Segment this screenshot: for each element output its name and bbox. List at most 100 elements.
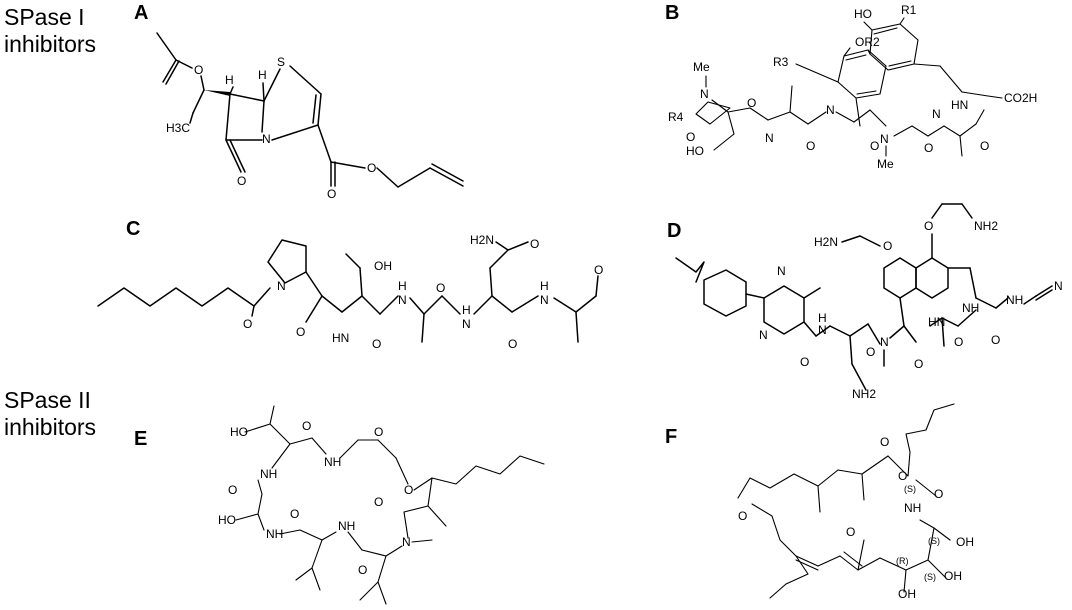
atom-c-n-pro: N — [277, 279, 286, 293]
atom-b-ho: HO — [854, 7, 872, 21]
structure-a: O H3C H H S N O O O — [156, 32, 464, 201]
atom-e-ho-2: HO — [218, 513, 236, 527]
atom-d-nh2-bottom: NH2 — [852, 387, 876, 401]
atom-f-s3: (S) — [924, 572, 936, 582]
panel-label-b: B — [665, 2, 680, 24]
atom-b-or2: OR2 — [855, 35, 880, 49]
atom-c-h-2: H — [398, 279, 407, 293]
atom-a-o-ketone: O — [237, 174, 246, 188]
atom-c-h2n: H2N — [470, 233, 494, 247]
spase2-line2: inhibitors — [4, 414, 97, 440]
atom-a-h-left: H — [225, 73, 234, 87]
atom-b-hn-5: HN — [951, 98, 968, 112]
atom-f-s1: (S) — [904, 484, 916, 494]
atom-c-oh: OH — [374, 259, 392, 273]
atom-d-hn-2: HN — [928, 315, 945, 329]
atom-a-h-right: H — [258, 68, 267, 82]
atom-e-nh-2: NH — [260, 467, 277, 481]
atom-f-r: (R) — [896, 556, 909, 566]
atom-f-ome-o: O — [846, 525, 855, 539]
atom-e-nh-4: NH — [338, 519, 355, 533]
panel-label-a: A — [134, 2, 149, 24]
atom-b-r1: R1 — [901, 3, 917, 17]
atom-c-o-3: O — [508, 337, 517, 351]
atom-f-s2: (S) — [928, 536, 940, 546]
atom-c-hn-1: HN — [332, 331, 349, 345]
atom-f-nh: NH — [904, 501, 921, 515]
spase1-line1: SPase I — [4, 4, 85, 30]
atom-a-s: S — [277, 55, 285, 69]
atom-a-h3c: H3C — [166, 121, 190, 135]
atom-e-nh-3: NH — [266, 527, 283, 541]
atom-d-n-me: N — [880, 335, 889, 349]
atom-c-n-3: N — [462, 317, 471, 331]
atom-b-ho-ser: HO — [686, 144, 704, 158]
panel-label-d: D — [667, 220, 682, 242]
atom-d-n-cn: N — [1054, 279, 1063, 293]
atom-c-o-acyl: O — [243, 317, 252, 331]
atom-a-o-carb: O — [327, 187, 336, 201]
atom-c-h-3: H — [462, 303, 471, 317]
atom-d-h-1: H — [818, 311, 827, 325]
atom-d-o-1: O — [866, 345, 875, 359]
atom-c-o-1: O — [372, 337, 381, 351]
atom-c-o-2: O — [436, 281, 445, 295]
atom-f-o-ester: O — [898, 469, 907, 483]
panel-label-e: E — [134, 428, 148, 450]
atom-b-co2h: CO2H — [1004, 91, 1037, 105]
atom-e-ho-1: HO — [230, 425, 248, 439]
structure-b: HO R1 OR2 R3 HN CO2H Me N R4 O HO O N — [668, 3, 1037, 171]
atom-c-o-pro: O — [296, 325, 305, 339]
atom-b-o-2: O — [806, 139, 815, 153]
atom-e-n-me: N — [402, 535, 411, 549]
atom-a-o-allyl: O — [367, 161, 376, 175]
atom-e-o-4: O — [290, 507, 299, 521]
structure-f: O O (S) O NH O (S) OH (S) OH (R) OH O — [737, 403, 974, 601]
atom-f-oh-2: OH — [898, 587, 916, 601]
atom-e-o-6: O — [374, 495, 383, 509]
atom-b-o-5: O — [980, 139, 989, 153]
atom-b-o-4: O — [924, 141, 933, 155]
atom-d-nh-3: NH — [1006, 293, 1023, 307]
spase1-side-label: SPase I inhibitors — [4, 4, 96, 58]
atom-a-o-ester: O — [194, 63, 203, 77]
atom-c-o-amide: O — [530, 237, 539, 251]
atom-b-r4: R4 — [668, 110, 684, 124]
atom-e-o-2: O — [374, 425, 383, 439]
atom-f-oh-3: OH — [944, 569, 962, 583]
atom-c-n-2: N — [398, 293, 407, 307]
atom-d-h2n-top: H2N — [814, 235, 838, 249]
atom-d-n-1: N — [818, 323, 827, 337]
panel-label-c: C — [126, 218, 141, 240]
structure-c: N O O HN OH O H N O H N H2N O O H N — [97, 233, 603, 351]
atom-b-o-1: O — [747, 96, 756, 110]
atom-c-h-4: H — [540, 279, 549, 293]
atom-d-n-pyr2: N — [759, 328, 768, 342]
atom-c-n-4: N — [540, 293, 549, 307]
atom-b-me-3: Me — [877, 157, 894, 171]
atom-c-o-ald: O — [594, 263, 603, 277]
atom-b-n-top: N — [700, 87, 709, 101]
atom-d-o-amide: O — [800, 355, 809, 369]
atom-d-o-3: O — [954, 335, 963, 349]
atom-b-o-3: O — [870, 139, 879, 153]
atom-b-n-4: N — [932, 107, 941, 121]
spase2-side-label: SPase II inhibitors — [4, 387, 96, 441]
spase2-line1: SPase II — [4, 387, 91, 413]
atom-b-n-1: N — [765, 131, 774, 145]
atom-e-o-5: O — [358, 563, 367, 577]
atom-d-o-2: O — [914, 357, 923, 371]
panel-label-f: F — [665, 426, 678, 448]
atom-b-me-top: Me — [693, 60, 710, 74]
atom-d-o-e2: O — [924, 219, 933, 233]
atom-e-o-3: O — [228, 483, 237, 497]
atom-b-n-2: N — [826, 103, 835, 117]
atom-d-nh-1: NH — [962, 301, 979, 315]
atom-f-o-amide: O — [934, 487, 943, 501]
structure-d: N N O N H NH2 O N O H2N O O NH2 NH — [675, 203, 1063, 401]
atom-d-o-4: O — [991, 333, 1000, 347]
atom-b-r3: R3 — [773, 55, 789, 69]
atom-f-o-ketone: O — [738, 509, 747, 523]
atom-d-n-pyr1: N — [777, 264, 786, 278]
